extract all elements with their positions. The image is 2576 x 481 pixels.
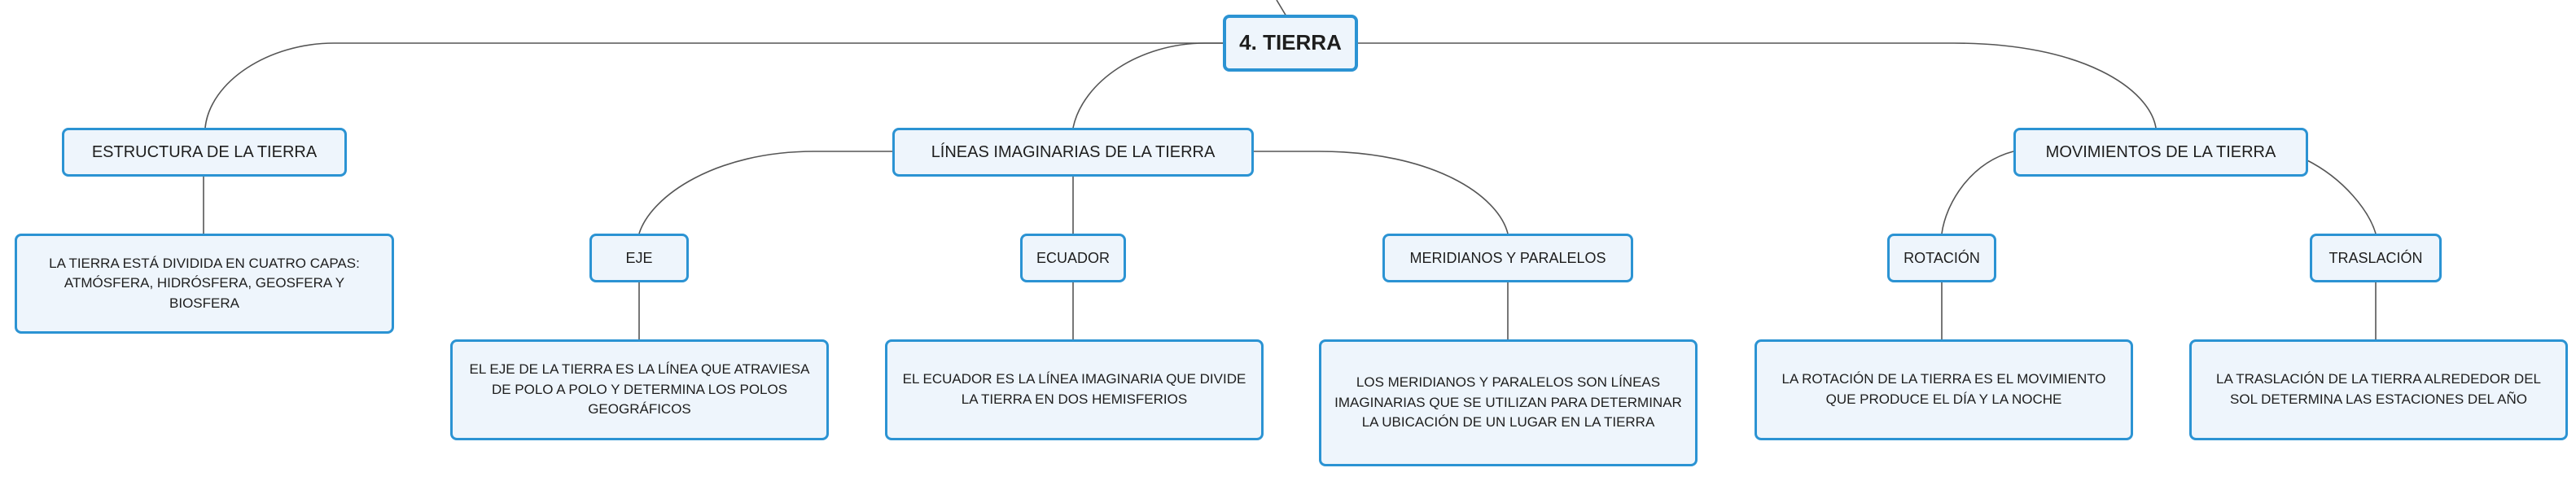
connector-lineas-meridianos — [1254, 151, 1509, 234]
topic-estructura[interactable]: ESTRUCTURA DE LA TIERRA — [62, 128, 347, 177]
detail-ecuador[interactable]: EL ECUADOR ES LA LÍNEA IMAGINARIA QUE DI… — [885, 339, 1264, 440]
subtopic-ecuador-label: ECUADOR — [1036, 249, 1110, 266]
connector-movimientos-traslacion — [2305, 159, 2377, 234]
detail-eje-text: EL EJE DE LA TIERRA ES LA LÍNEA QUE ATRA… — [469, 361, 810, 418]
subtopic-traslacion-label: TRASLACIÓN — [2328, 249, 2423, 266]
detail-estructura[interactable]: LA TIERRA ESTÁ DIVIDIDA EN CUATRO CAPAS:… — [15, 234, 394, 334]
connector-lineas-eje — [638, 151, 892, 234]
topic-lineas[interactable]: LÍNEAS IMAGINARIAS DE LA TIERRA — [892, 128, 1254, 177]
subtopic-ecuador[interactable]: ECUADOR — [1020, 234, 1126, 282]
subtopic-meridianos[interactable]: MERIDIANOS Y PARALELOS — [1382, 234, 1633, 282]
detail-estructura-text: LA TIERRA ESTÁ DIVIDIDA EN CUATRO CAPAS:… — [49, 255, 360, 311]
connector-root-lineas — [1072, 42, 1223, 129]
connector-root-estructura — [204, 42, 1223, 129]
root-label: 4. TIERRA — [1239, 30, 1342, 55]
detail-rotacion[interactable]: LA ROTACIÓN DE LA TIERRA ES EL MOVIMIENT… — [1755, 339, 2133, 440]
detail-eje[interactable]: EL EJE DE LA TIERRA ES LA LÍNEA QUE ATRA… — [450, 339, 829, 440]
detail-ecuador-text: EL ECUADOR ES LA LÍNEA IMAGINARIA QUE DI… — [902, 371, 1246, 407]
detail-traslacion[interactable]: LA TRASLACIÓN DE LA TIERRA ALREDEDOR DEL… — [2189, 339, 2568, 440]
subtopic-eje-label: EJE — [625, 249, 653, 266]
subtopic-traslacion[interactable]: TRASLACIÓN — [2310, 234, 2442, 282]
topic-movimientos[interactable]: MOVIMIENTOS DE LA TIERRA — [2013, 128, 2308, 177]
subtopic-rotacion[interactable]: ROTACIÓN — [1887, 234, 1996, 282]
topic-estructura-label: ESTRUCTURA DE LA TIERRA — [91, 142, 318, 161]
connector-root-movimientos — [1358, 42, 2157, 129]
subtopic-meridianos-label: MERIDIANOS Y PARALELOS — [1409, 249, 1606, 266]
detail-rotacion-text: LA ROTACIÓN DE LA TIERRA ES EL MOVIMIENT… — [1781, 371, 2106, 407]
connector-root-parent — [1276, 0, 1287, 17]
topic-lineas-label: LÍNEAS IMAGINARIAS DE LA TIERRA — [931, 142, 1216, 161]
detail-traslacion-text: LA TRASLACIÓN DE LA TIERRA ALREDEDOR DEL… — [2215, 371, 2542, 407]
root-node[interactable]: 4. TIERRA — [1223, 15, 1358, 72]
subtopic-eje[interactable]: EJE — [589, 234, 689, 282]
topic-movimientos-label: MOVIMIENTOS DE LA TIERRA — [2045, 142, 2276, 161]
subtopic-rotacion-label: ROTACIÓN — [1904, 249, 1980, 266]
detail-meridianos-text: LOS MERIDIANOS Y PARALELOS SON LÍNEAS IM… — [1334, 374, 1682, 431]
detail-meridianos[interactable]: LOS MERIDIANOS Y PARALELOS SON LÍNEAS IM… — [1319, 339, 1698, 466]
connector-movimientos-rotacion — [1941, 151, 2014, 234]
